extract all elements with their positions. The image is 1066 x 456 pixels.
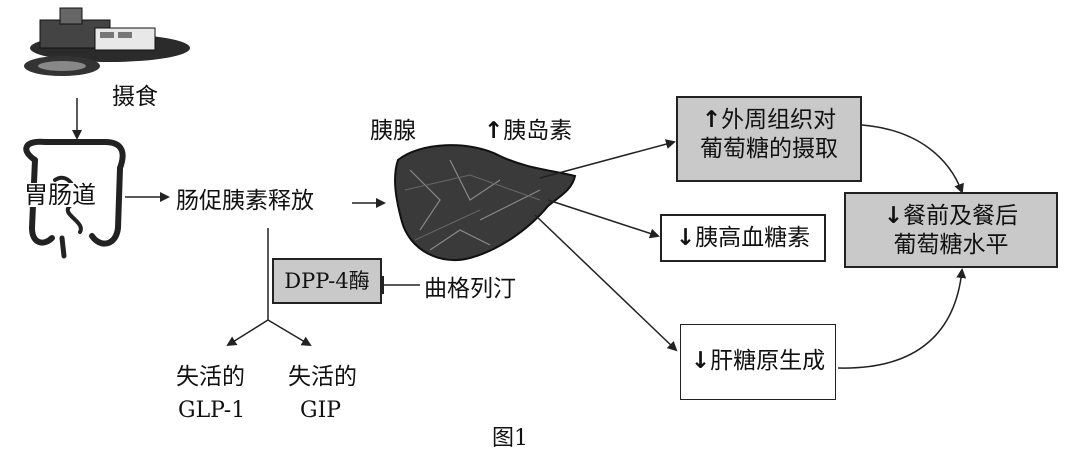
- arrow-split-to-glp1: [226, 319, 269, 347]
- label-pancreas: 胰腺: [370, 118, 416, 144]
- label-insulin: 胰岛素: [503, 118, 573, 144]
- peripheral-line1-row: ↑外周组织对: [678, 106, 860, 135]
- label-insulin-group: ↑胰岛素: [484, 120, 572, 143]
- up-arrow-icon: ↑: [701, 107, 722, 133]
- arrow-pancreas-to-peripheral: [539, 139, 676, 179]
- food-tray-illustration: [24, 7, 190, 76]
- label-peripheral-line1: 外周组织对: [721, 107, 837, 133]
- pancreas-illustration: [394, 144, 577, 262]
- label-peripheral-line2: 葡萄糖的摄取: [700, 135, 838, 162]
- label-hepatic: 肝糖原生成: [710, 348, 826, 374]
- arrow-pancreas-to-glucagon: [547, 199, 660, 239]
- label-dpp4: DPP-4酶: [284, 269, 370, 293]
- label-inactive-glp1-line2: GLP-1: [178, 398, 246, 423]
- down-arrow-icon: ↓: [675, 225, 696, 251]
- label-inactive-gip-line2: GIP: [300, 398, 342, 423]
- figure-caption: 图1: [492, 426, 528, 451]
- box-glucagon: ↓胰高血糖素: [660, 214, 826, 262]
- arrow-pancreas-to-hepatic: [534, 214, 678, 352]
- glucose-line1-row: ↓餐前及餐后: [846, 202, 1056, 231]
- box-hepatic-production: ↓肝糖原生成: [680, 324, 836, 400]
- box-dpp4: DPP-4酶: [272, 258, 382, 304]
- arrow-peripheral-to-glucose: [861, 124, 964, 194]
- label-glucagon: 胰高血糖素: [695, 225, 811, 251]
- intestine-illustration: [23, 138, 126, 259]
- down-arrow-icon: ↓: [883, 203, 904, 229]
- label-glucose-line1: 餐前及餐后: [903, 203, 1019, 229]
- box-peripheral-uptake: ↑外周组织对 葡萄糖的摄取: [676, 96, 862, 182]
- label-incretin-release: 肠促胰素释放: [176, 188, 314, 214]
- label-inactive-glp1-line1: 失活的: [176, 364, 245, 390]
- arrow-hepatic-to-glucose: [837, 268, 967, 369]
- label-inactive-gip-line1: 失活的: [288, 364, 357, 390]
- label-intake: 摄食: [112, 84, 158, 110]
- label-linagliptin: 曲格列汀: [424, 276, 516, 302]
- down-arrow-icon: ↓: [690, 348, 711, 374]
- up-arrow-icon: ↑: [484, 118, 504, 144]
- arrow-split-to-gip: [267, 319, 312, 347]
- label-glucose-line2: 葡萄糖水平: [893, 231, 1009, 258]
- box-glucose-level: ↓餐前及餐后 葡萄糖水平: [844, 192, 1058, 268]
- label-gut: 胃肠道: [24, 181, 96, 209]
